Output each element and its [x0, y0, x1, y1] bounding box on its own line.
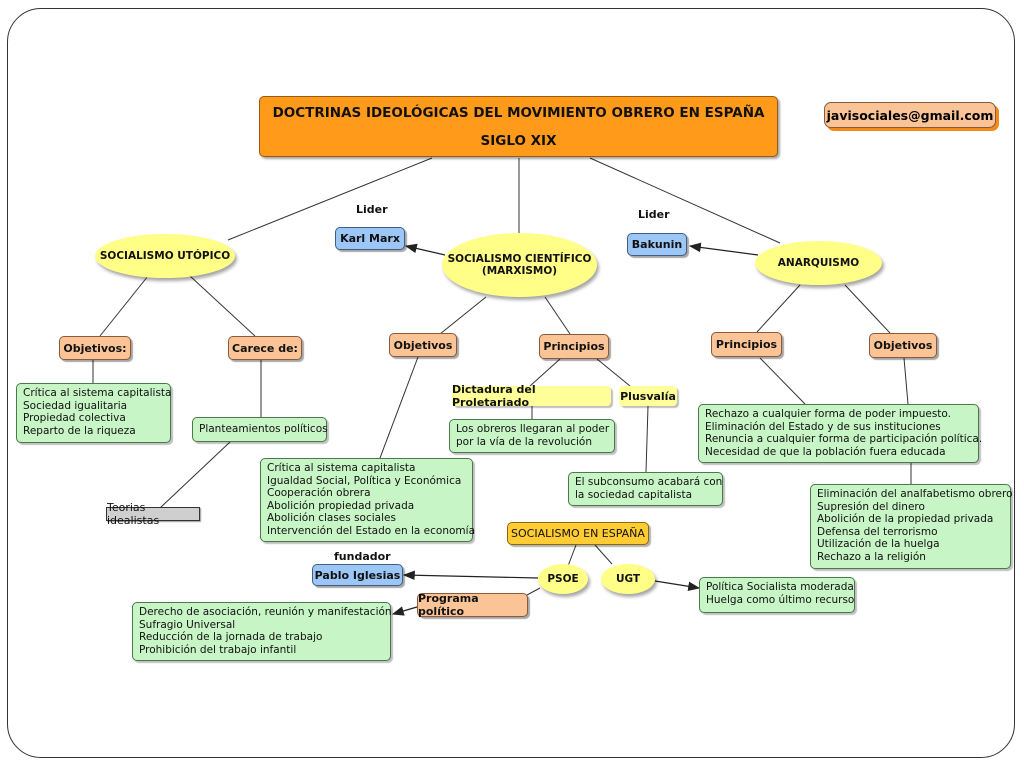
list-item: Igualdad Social, Política y Económica [267, 474, 462, 487]
node-psoe: PSOE [538, 564, 588, 594]
node-label: SOCIALISMO CIENTÍFICO [447, 253, 592, 265]
utopico-objetivos: Objetivos: [59, 336, 131, 360]
anarquismo-objetivos-list: Eliminación del analfabetismo obrero Sup… [810, 484, 1013, 569]
list-item: Planteamientos políticos [199, 423, 328, 436]
lider-label-marx: Lider [356, 203, 388, 216]
list-item: Rechazo a cualquier forma de poder impue… [705, 408, 951, 420]
list-item: por la vía de la revolución [456, 435, 593, 448]
list-item: Rechazo a la religión [817, 550, 926, 563]
dictadura-list: Los obreros llegaran al poder por la vía… [449, 419, 615, 453]
node-label: UGT [615, 573, 641, 585]
cientifico-principios: Principios [539, 334, 609, 359]
node-socialismo-utopico: SOCIALISMO UTÓPICO [95, 234, 235, 278]
list-item: Reducción de la jornada de trabajo [139, 631, 323, 643]
programa-list: Derecho de asociación, reunión y manifes… [132, 602, 392, 661]
node-ugt: UGT [601, 564, 655, 594]
dictadura-proletariado: Dictadura del Proletariado [452, 383, 611, 409]
karl-marx: Karl Marx [335, 227, 405, 250]
main-subtitle: SIGLO XIX [480, 133, 557, 149]
list-item: Derecho de asociación, reunión y manifes… [139, 606, 392, 618]
anarquismo-principios: Principios [711, 332, 782, 357]
list-item: Reparto de la riqueza [23, 424, 136, 437]
ugt-list: Política Socialista moderada Huelga como… [699, 577, 855, 613]
list-item: Crítica al sistema capitalista [23, 387, 172, 399]
plusvalia-list: El subconsumo acabará con la sociedad ca… [568, 472, 723, 506]
anarquismo-objetivos: Objetivos [869, 333, 937, 358]
node-label: (MARXISMO) [481, 265, 558, 277]
list-item: Prohibición del trabajo infantil [139, 643, 297, 656]
node-label: PSOE [547, 573, 579, 585]
programa-politico: Programa político [417, 592, 528, 618]
node-anarquismo: ANARQUISMO [755, 241, 882, 285]
list-item: El subconsumo acabará con [575, 476, 723, 488]
node-label: SOCIALISMO UTÓPICO [99, 250, 231, 262]
socialismo-espana: SOCIALISMO EN ESPAÑA [507, 522, 649, 545]
list-item: la sociedad capitalista [575, 488, 693, 501]
utopico-carece: Carece de: [228, 336, 302, 360]
teorias-idealistas: Teorias idealistas [106, 501, 200, 527]
cientifico-objetivos: Objetivos [389, 333, 457, 357]
list-item: Utilización de la huelga [817, 538, 940, 550]
list-item: Abolición propiedad privada [267, 499, 415, 512]
list-item: Supresión del dinero [817, 500, 925, 513]
list-item: Los obreros llegaran al poder [456, 423, 610, 435]
main-title-box: DOCTRINAS IDEOLÓGICAS DEL MOVIMIENTO OBR… [259, 96, 778, 157]
list-item: Defensa del terrorismo [817, 525, 938, 538]
plusvalia: Plusvalía [619, 386, 677, 406]
list-item: Propiedad colectiva [23, 412, 126, 424]
list-item: Cooperación obrera [267, 487, 371, 499]
cientifico-objetivos-list: Crítica al sistema capitalista Igualdad … [260, 458, 476, 542]
pablo-iglesias: Pablo Iglesias [312, 564, 403, 586]
list-item: Sufragio Universal [139, 618, 236, 631]
list-item: Renuncia a cualquier forma de participac… [705, 433, 983, 445]
main-title: DOCTRINAS IDEOLÓGICAS DEL MOVIMIENTO OBR… [272, 105, 765, 121]
node-label: ANARQUISMO [777, 257, 860, 269]
list-item: Intervención del Estado en la economía [267, 524, 476, 537]
utopico-carece-list: Planteamientos políticos [192, 417, 328, 442]
bakunin: Bakunin [627, 233, 687, 256]
list-item: Abolición clases sociales [267, 512, 396, 524]
anarquismo-principios-list: Rechazo a cualquier forma de poder impue… [698, 404, 983, 463]
fundador-label: fundador [334, 550, 391, 563]
list-item: Eliminación del analfabetismo obrero [817, 488, 1013, 500]
list-item: Crítica al sistema capitalista [267, 462, 416, 474]
list-item: Sociedad igualitaria [23, 399, 128, 412]
email-badge: javisociales@gmail.com [824, 102, 996, 128]
utopico-objetivos-list: Crítica al sistema capitalista Sociedad … [16, 383, 171, 443]
list-item: Eliminación del Estado y de sus instituc… [705, 420, 941, 433]
list-item: Política Socialista moderada [706, 581, 854, 593]
lider-label-bakunin: Lider [638, 208, 670, 221]
list-item: Huelga como último recurso [706, 593, 855, 606]
node-socialismo-cientifico: SOCIALISMO CIENTÍFICO (MARXISMO) [442, 233, 597, 297]
list-item: Abolición de la propiedad privada [817, 513, 994, 525]
list-item: Necesidad de que la población fuera educ… [705, 445, 946, 458]
